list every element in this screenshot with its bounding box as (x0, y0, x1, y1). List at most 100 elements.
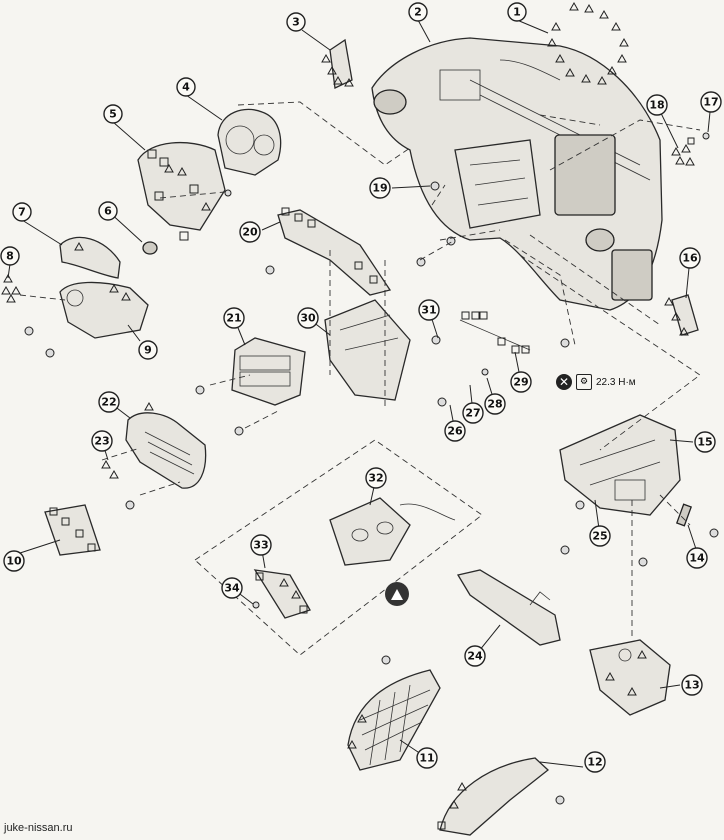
svg-text:31: 31 (421, 304, 436, 317)
bracket-29 (459, 311, 531, 354)
cluster-lid (137, 141, 226, 241)
svg-text:8: 8 (6, 250, 14, 263)
side-finisher (437, 757, 550, 836)
callout-20: 20 (239, 221, 261, 243)
svg-text:30: 30 (300, 312, 316, 325)
callout-7: 7 (12, 202, 32, 222)
callouts: 1 2 3 4 5 6 7 8 9 10 11 12 13 14 15 16 1… (0, 2, 722, 773)
bracket-20 (277, 207, 392, 296)
svg-text:4: 4 (182, 81, 190, 94)
callout-8: 8 (0, 246, 20, 266)
callout-9: 9 (138, 340, 158, 360)
torque-wrench-icon: ⚙ (576, 374, 592, 390)
svg-text:29: 29 (513, 376, 528, 389)
svg-text:18: 18 (649, 99, 664, 112)
svg-text:24: 24 (467, 650, 483, 663)
bracket-13 (589, 639, 671, 716)
knob-part (142, 241, 158, 255)
callout-29: 29 (510, 371, 532, 393)
svg-text:17: 17 (703, 96, 718, 109)
callout-28: 28 (484, 393, 506, 415)
watermark: juke-nissan.ru (4, 822, 73, 834)
column-cover-lower (59, 281, 149, 339)
callout-33: 33 (250, 534, 272, 556)
lower-panel (559, 414, 681, 516)
callout-23: 23 (91, 430, 113, 452)
finisher-24 (456, 569, 561, 646)
console-switch-unit (329, 497, 456, 566)
clip-set-16 (664, 294, 699, 336)
callout-31: 31 (418, 299, 440, 321)
callout-2: 2 (408, 2, 428, 22)
caution-emblem (385, 582, 409, 606)
svg-text:33: 33 (253, 539, 268, 552)
torque-value: 22.3 Н·м (596, 376, 636, 388)
svg-text:9: 9 (144, 344, 152, 357)
svg-text:5: 5 (109, 108, 117, 121)
side-vent (101, 401, 207, 489)
svg-text:14: 14 (689, 552, 705, 565)
svg-text:20: 20 (242, 226, 258, 239)
clip-14 (675, 503, 693, 527)
svg-text:22: 22 (101, 396, 116, 409)
callout-30: 30 (297, 307, 319, 329)
svg-text:11: 11 (419, 752, 434, 765)
audio-unit (231, 337, 306, 406)
callout-10: 10 (3, 550, 25, 572)
screws (24, 132, 719, 805)
glove-box (347, 669, 441, 771)
callout-17: 17 (700, 91, 722, 113)
callout-16: 16 (679, 247, 701, 269)
svg-text:3: 3 (292, 16, 300, 29)
callout-34: 34 (221, 577, 243, 599)
svg-text:34: 34 (224, 582, 240, 595)
callout-18: 18 (646, 94, 668, 116)
svg-text:1: 1 (513, 6, 521, 19)
callout-5: 5 (103, 104, 123, 124)
console-subassembly-box (194, 439, 483, 656)
callout-21: 21 (223, 307, 245, 329)
svg-text:21: 21 (226, 312, 241, 325)
callout-27: 27 (462, 402, 484, 424)
bracket-30 (324, 299, 411, 401)
callout-11: 11 (416, 747, 438, 769)
svg-text:10: 10 (6, 555, 22, 568)
svg-text:12: 12 (587, 756, 602, 769)
clip-set-8 (1, 273, 21, 303)
callout-15: 15 (694, 431, 716, 453)
switch-panel-33 (253, 569, 311, 619)
svg-text:27: 27 (465, 407, 480, 420)
callout-25: 25 (589, 525, 611, 547)
callout-3: 3 (286, 12, 306, 32)
svg-text:32: 32 (368, 472, 383, 485)
do-not-reuse-icon: ✕ (556, 374, 572, 390)
callout-4: 4 (176, 77, 196, 97)
callout-26: 26 (444, 420, 466, 442)
clip-set-1 (547, 1, 629, 85)
svg-text:15: 15 (697, 436, 712, 449)
clip-set-3 (321, 38, 354, 89)
callout-22: 22 (98, 391, 120, 413)
svg-text:23: 23 (94, 435, 109, 448)
column-cover-upper (59, 236, 121, 279)
svg-text:2: 2 (414, 6, 422, 19)
callout-6: 6 (98, 201, 118, 221)
cluster-meter (217, 108, 282, 176)
svg-text:6: 6 (104, 205, 112, 218)
clip-set-18 (671, 137, 695, 166)
torque-spec: ✕ ⚙ 22.3 Н·м (556, 374, 636, 390)
callout-1: 1 (507, 2, 527, 22)
svg-text:28: 28 (487, 398, 502, 411)
svg-text:25: 25 (592, 530, 607, 543)
svg-text:13: 13 (684, 679, 699, 692)
callout-19: 19 (369, 177, 391, 199)
clip-set-10 (44, 504, 101, 556)
callout-14: 14 (686, 547, 708, 569)
svg-text:19: 19 (372, 182, 387, 195)
callout-32: 32 (365, 467, 387, 489)
assembly-lines (19, 101, 701, 640)
center-bracket (454, 139, 541, 229)
callout-12: 12 (584, 751, 606, 773)
callout-24: 24 (464, 645, 486, 667)
